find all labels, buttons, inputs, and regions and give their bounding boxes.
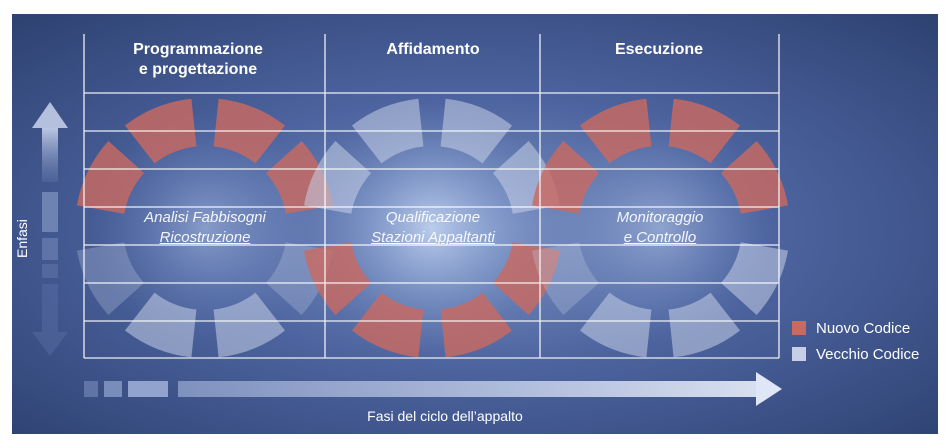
ring-2-segment-4 [492, 242, 561, 315]
ring-2-segment-8 [303, 141, 372, 214]
column-title-line: Affidamento [386, 41, 480, 58]
center-label-line: Stazioni Appaltanti [371, 229, 495, 246]
column-title-line: e progettazione [138, 61, 258, 78]
legend-vecchio-codice: Vecchio Codice [792, 344, 919, 364]
center-label-line: Monitoraggio [616, 209, 704, 226]
ring-3-segment-3 [720, 141, 789, 214]
column-title-line: Programmazione [133, 41, 263, 58]
ring-3-segment-5 [668, 292, 741, 358]
axis-label-fasi: Fasi del ciclo dell’appalto [367, 408, 523, 424]
column-title-affidamento: Affidamento [338, 40, 528, 60]
ring-1-segment-5 [213, 292, 286, 358]
ring-1-segment-7 [76, 242, 145, 315]
ring-2-segment-5 [440, 292, 513, 358]
ring-3-segment-6 [579, 292, 652, 358]
ring-2-segment-6 [351, 292, 424, 358]
ring-2-segment-7 [303, 242, 372, 315]
ring-1-segment-8 [76, 141, 145, 214]
ring-3-segment-7 [531, 242, 600, 315]
center-label-line: Ricostruzione [159, 229, 251, 246]
center-label-qualificazione: Qualificazione Stazioni Appaltanti [338, 208, 528, 248]
column-title-esecuzione: Esecuzione [554, 40, 764, 60]
legend-swatch-vecchio [792, 347, 806, 361]
center-label-line: Analisi Fabbisogni [144, 209, 266, 226]
ring-3-segment-4 [720, 242, 789, 315]
enfasi-arrow [32, 102, 68, 356]
ring-1-segment-6 [124, 292, 197, 358]
center-label-line: Qualificazione [385, 209, 481, 226]
center-label-monitoraggio: Monitoraggio e Controllo [560, 208, 760, 248]
column-title-line: Esecuzione [614, 41, 704, 58]
axis-label-enfasi: Enfasi [14, 219, 30, 258]
legend-nuovo-codice: Nuovo Codice [792, 318, 910, 338]
phase-arrow [84, 372, 782, 406]
legend-swatch-nuovo [792, 321, 806, 335]
column-title-programmazione: Programmazione e progettazione [98, 40, 298, 80]
legend-label: Vecchio Codice [816, 345, 920, 363]
ring-3-segment-8 [531, 141, 600, 214]
legend-label: Nuovo Codice [816, 319, 911, 337]
center-label-analisi: Analisi Fabbisogni Ricostruzione [110, 208, 300, 248]
grid-lines [83, 34, 780, 359]
center-label-line: e Controllo [623, 229, 697, 246]
